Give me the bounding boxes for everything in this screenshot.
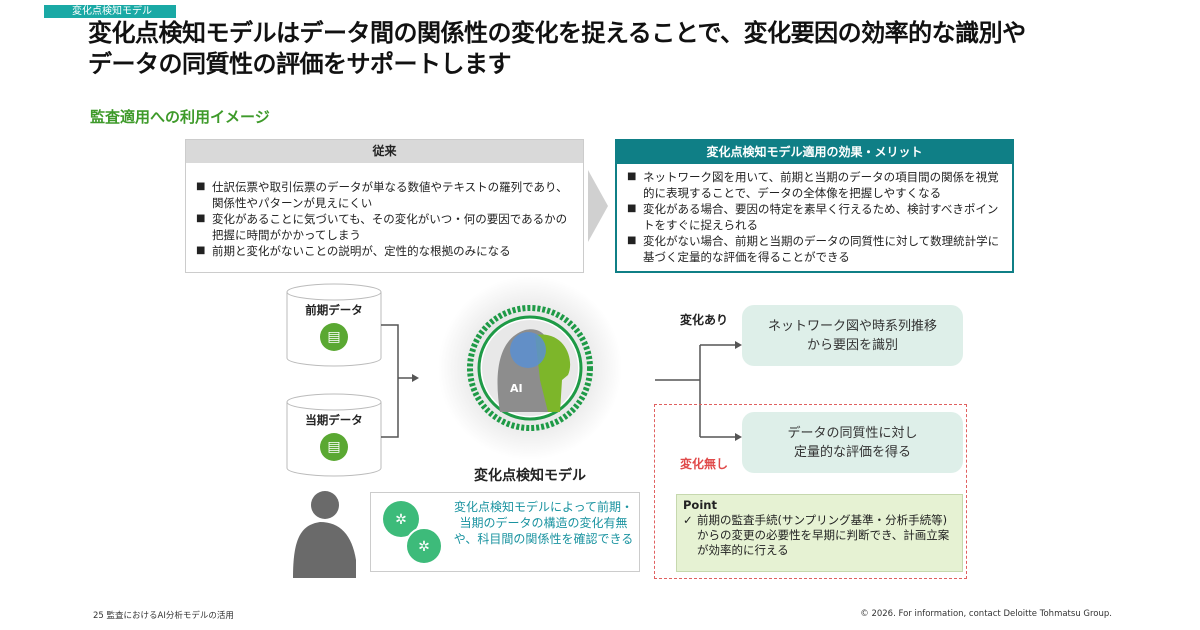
change-no-label: 変化無し [680, 457, 729, 471]
result-no-change-box: データの同質性に対し定量的な評価を得る [742, 412, 963, 473]
list-item: 前期と変化がないことの説明が、定性的な根拠のみになる [196, 243, 573, 259]
ai-label: AI [510, 382, 523, 395]
result-change-box: ネットワーク図や時系列推移から要因を識別 [742, 305, 963, 366]
point-text: 前期の監査手続(サンプリング基準・分析手続等)からの変更の必要性を早期に判断でき… [683, 513, 956, 558]
point-box: Point 前期の監査手続(サンプリング基準・分析手続等)からの変更の必要性を早… [676, 494, 963, 572]
title-line-1: 変化点検知モデルはデータ間の関係性の変化を捉えることで、変化要因の効率的な識別や [88, 19, 1026, 47]
panel-header: 変化点検知モデル適用の効果・メリット [617, 141, 1012, 164]
list-item: ネットワーク図を用いて、前期と当期のデータの項目間の関係を視覚的に表現することで… [627, 169, 1002, 201]
change-yes-label: 変化あり [680, 313, 729, 327]
ai-model-icon: AI [438, 276, 622, 460]
info-text: 変化点検知モデルによって前期・当期のデータの構造の変化有無や、科目間の関係性を確… [453, 500, 634, 546]
svg-text:✲: ✲ [395, 512, 407, 528]
model-label: 変化点検知モデル [474, 468, 586, 484]
current-period-data: 当期データ ▤ [287, 395, 381, 475]
point-title: Point [683, 498, 717, 512]
data-label: 前期データ [305, 303, 363, 317]
chevron-arrow-icon [588, 170, 608, 242]
person-thinking-icon [293, 491, 356, 578]
list-item: 変化がある場合、要因の特定を素早く行えるため、検討すべきポイントをすぐに捉えられ… [627, 201, 1002, 233]
section-tag: 変化点検知モデル [44, 5, 176, 18]
no-change-highlight [654, 404, 967, 579]
panel-header: 従来 [186, 140, 583, 163]
benefits-panel: 変化点検知モデル適用の効果・メリット ネットワーク図を用いて、前期と当期のデータ… [615, 139, 1014, 273]
list-item: 変化があることに気づいても、その変化がいつ・何の要因であるかの把握に時間がかかっ… [196, 211, 573, 243]
document-icon: ▤ [320, 323, 348, 351]
previous-period-data: 前期データ ▤ [287, 285, 381, 365]
footer-page-info: 25 監査におけるAI分析モデルの活用 [93, 611, 234, 621]
document-icon: ▤ [320, 433, 348, 461]
data-label: 当期データ [305, 413, 363, 427]
svg-text:✲: ✲ [418, 539, 430, 555]
conventional-panel: 従来 仕訳伝票や取引伝票のデータが単なる数値やテキストの羅列であり、関係性やパタ… [185, 139, 584, 273]
info-box: 変化点検知モデルによって前期・当期のデータの構造の変化有無や、科目間の関係性を確… [370, 492, 640, 572]
page-title: 変化点検知モデルはデータ間の関係性の変化を捉えることで、変化要因の効率的な識別や… [88, 18, 1026, 80]
network-icon: ✲ ✲ [383, 501, 443, 565]
footer-copyright: © 2026. For information, contact Deloitt… [860, 609, 1112, 619]
list-item: 変化がない場合、前期と当期のデータの同質性に対して数理統計学に基づく定量的な評価… [627, 233, 1002, 265]
list-item: 仕訳伝票や取引伝票のデータが単なる数値やテキストの羅列であり、関係性やパターンが… [196, 179, 573, 211]
title-line-2: データの同質性の評価をサポートします [88, 50, 511, 78]
section-subtitle: 監査適用への利用イメージ [90, 108, 270, 126]
arrow-heads [412, 341, 742, 441]
connector-lines [381, 324, 735, 438]
